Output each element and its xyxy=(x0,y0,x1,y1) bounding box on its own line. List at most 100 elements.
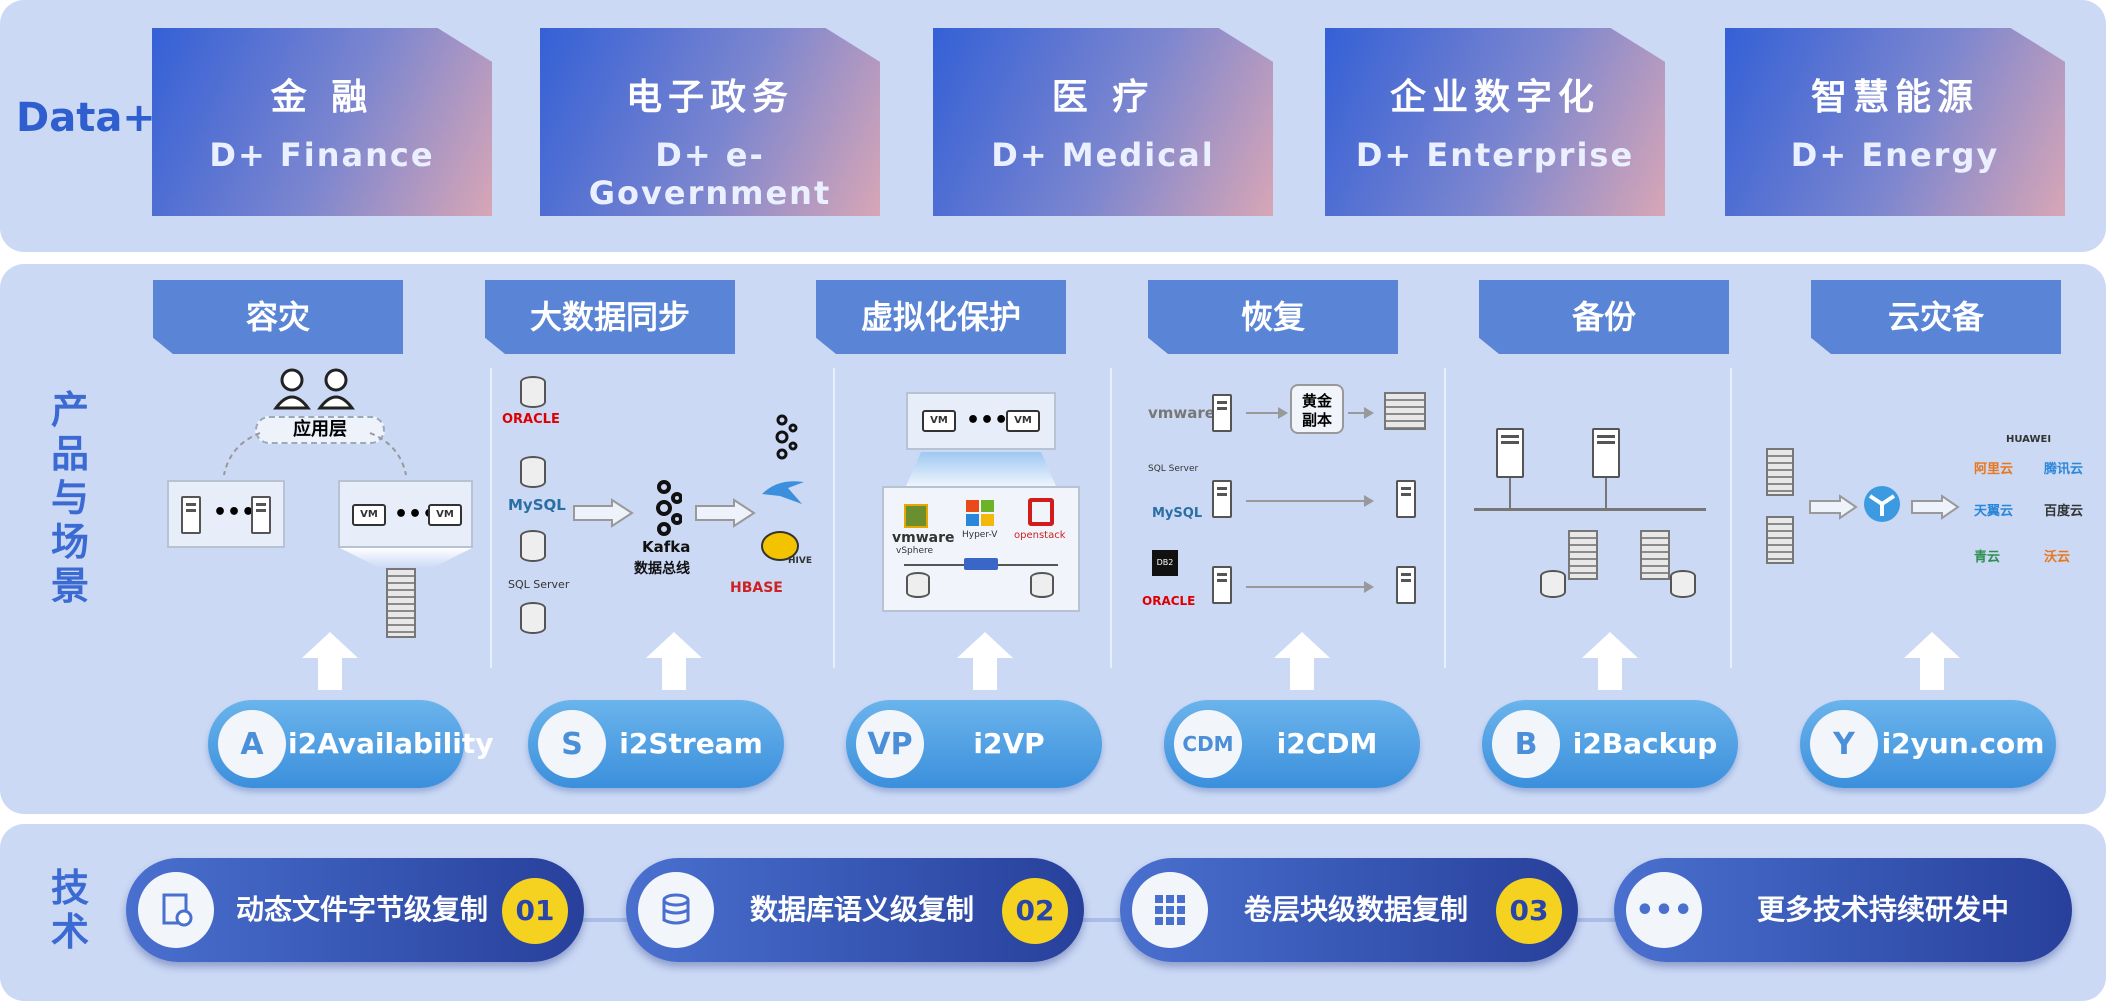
i2stream-icon: S xyxy=(538,710,606,778)
switch-icon xyxy=(964,558,998,570)
divider xyxy=(1730,368,1732,668)
database-icon xyxy=(520,456,546,488)
hive-icon xyxy=(761,531,799,561)
industry-zh: 企业数字化 xyxy=(1389,77,1600,118)
hyperv-label: Hyper-V xyxy=(962,530,998,540)
connector xyxy=(1605,478,1607,508)
connector xyxy=(1509,478,1511,508)
oracle-logo: ORACLE xyxy=(1142,594,1196,608)
database-icon xyxy=(520,376,546,408)
storage-rack-icon xyxy=(1384,392,1426,430)
scene-tab-dr[interactable]: 容灾 xyxy=(153,280,403,354)
vm-icon: VM xyxy=(352,504,386,526)
golden-copy-box: 黄金 副本 xyxy=(1290,384,1344,434)
database-icon xyxy=(638,872,714,948)
product-name: i2Stream xyxy=(619,727,763,760)
i2backup-icon: B xyxy=(1492,710,1560,778)
arrow xyxy=(1246,495,1374,507)
vm-icon: VM xyxy=(1006,410,1040,432)
server-icon xyxy=(1496,428,1524,478)
sqlserver-logo: SQL Server xyxy=(1148,464,1199,474)
vm-group: VM•••VM xyxy=(338,480,473,548)
app-layer-label: 应用层 xyxy=(255,416,385,444)
scene-tab-virtual[interactable]: 虚拟化保护 xyxy=(816,280,1066,354)
up-arrow-icon xyxy=(1582,632,1638,690)
database-icon xyxy=(520,602,546,634)
divider xyxy=(833,368,835,668)
tech-label: 数据库语义级复制 xyxy=(749,893,974,926)
storage-rack-icon xyxy=(1766,448,1794,496)
light-beam xyxy=(340,548,472,568)
i2yun-icon: Y xyxy=(1810,710,1878,778)
product-scene-label: 产品与场景 xyxy=(50,388,89,608)
tech-block-replication[interactable]: 卷层块级数据复制 03 xyxy=(1120,858,1578,962)
tech-label: 动态文件字节级复制 xyxy=(235,893,488,926)
scene-tab-cloud-dr[interactable]: 云灾备 xyxy=(1811,280,2061,354)
product-name: i2yun.com xyxy=(1881,727,2045,760)
tech-number-badge: 03 xyxy=(1496,878,1562,944)
windows-icon xyxy=(966,500,994,526)
server-icon xyxy=(1212,394,1232,432)
product-name: i2VP xyxy=(973,727,1045,760)
divider xyxy=(1444,368,1446,668)
hypervisor-box: vmware vSphere Hyper-V openstack xyxy=(882,486,1080,612)
tech-label: 卷层块级数据复制 xyxy=(1243,893,1468,926)
scene-tab-backup[interactable]: 备份 xyxy=(1479,280,1729,354)
connector xyxy=(1075,918,1125,922)
industry-card-finance[interactable]: 金 融 D+ Finance xyxy=(152,28,492,216)
scene-tab-recovery[interactable]: 恢复 xyxy=(1148,280,1398,354)
scene-tab-bigdata[interactable]: 大数据同步 xyxy=(485,280,735,354)
vm-group: VM•••VM xyxy=(906,392,1056,450)
tech-file-replication[interactable]: 动态文件字节级复制 01 xyxy=(126,858,584,962)
tech-label: 更多技术持续研发中 xyxy=(1756,893,2009,926)
server-group: ••• xyxy=(167,480,285,548)
storage-rack-icon xyxy=(1568,530,1598,580)
server-icon xyxy=(181,496,201,534)
industry-zh: 金 融 xyxy=(270,77,374,118)
dashed-arrows xyxy=(223,432,407,476)
wocloud-logo: 沃云 xyxy=(2044,550,2071,565)
up-arrow-icon xyxy=(957,632,1013,690)
up-arrow-icon xyxy=(1274,632,1330,690)
openstack-label: openstack xyxy=(1014,530,1066,541)
up-arrow-icon xyxy=(1904,632,1960,690)
hive-label: HIVE xyxy=(788,556,812,566)
industry-en: D+ Finance xyxy=(209,136,435,174)
spark-bird-icon xyxy=(762,481,804,504)
storage-rack-icon xyxy=(1640,530,1670,580)
tech-db-replication[interactable]: 数据库语义级复制 02 xyxy=(626,858,1084,962)
product-name: i2Availability xyxy=(288,727,494,760)
connector xyxy=(1570,918,1620,922)
vmware-icon xyxy=(904,504,928,528)
right-arrow-icon xyxy=(1809,494,1858,520)
server-icon xyxy=(1212,480,1232,518)
ellipsis: ••• xyxy=(966,408,1009,433)
db2-logo: DB2 xyxy=(1152,550,1178,576)
database-icon xyxy=(906,572,930,598)
tech-more[interactable]: ••• 更多技术持续研发中 xyxy=(1614,858,2072,962)
aliyun-logo: 阿里云 xyxy=(1974,462,2014,477)
server-icon xyxy=(1396,480,1416,518)
kafka-icon xyxy=(775,414,798,460)
industry-en: D+ Energy xyxy=(1790,136,2000,174)
industry-zh: 医 疗 xyxy=(1051,77,1155,118)
database-icon xyxy=(1030,572,1054,598)
up-arrow-icon xyxy=(646,632,702,690)
server-icon xyxy=(251,496,271,534)
openstack-icon xyxy=(1028,498,1054,526)
right-arrow-icon xyxy=(695,498,756,528)
tech-number-badge: 01 xyxy=(502,878,568,944)
network-line xyxy=(1474,508,1706,511)
user-icon xyxy=(273,368,355,410)
connector xyxy=(580,918,630,922)
